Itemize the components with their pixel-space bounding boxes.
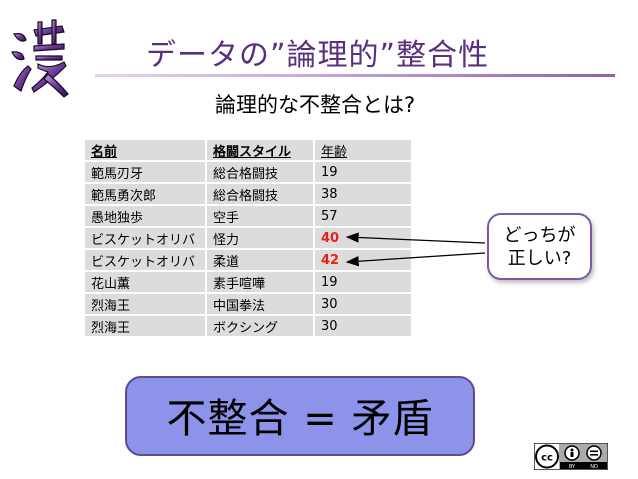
title-area: データの”論理的”整合性 <box>95 16 615 77</box>
creative-commons-by-nd-icon: cc BY ND <box>534 443 608 470</box>
cell-style: 怪力 <box>207 228 313 248</box>
cell-style: 中国拳法 <box>207 294 313 314</box>
cell-name: 烈海王 <box>85 316 205 336</box>
cell-style: 総合格闘技 <box>207 184 313 204</box>
cell-age: 38 <box>315 184 411 204</box>
table-row: 花山薫 素手喧嘩 19 <box>85 272 411 292</box>
banner-text: 不整合 = 矛盾 <box>166 396 434 442</box>
cell-age: 30 <box>315 294 411 314</box>
fighter-table: 名前 格闘スタイル 年齢 範馬刃牙 総合格闘技 19 範馬勇次郎 総合格闘技 3… <box>83 138 413 338</box>
cell-style: 柔道 <box>207 250 313 270</box>
cell-name: ビスケットオリバ <box>85 250 205 270</box>
title-underline <box>95 74 615 77</box>
table-row: 烈海王 中国拳法 30 <box>85 294 411 314</box>
cell-name: 烈海王 <box>85 294 205 314</box>
cell-age-highlight: 40 <box>315 228 411 248</box>
cell-name: ビスケットオリバ <box>85 228 205 248</box>
table-row: ビスケットオリバ 怪力 40 <box>85 228 411 248</box>
callout-line-1: どっちが <box>503 225 576 246</box>
subtitle: 論理的な不整合とは? <box>215 93 416 117</box>
cell-name: 愚地独歩 <box>85 206 205 226</box>
table-row: ビスケットオリバ 柔道 42 <box>85 250 411 270</box>
cell-age-highlight: 42 <box>315 250 411 270</box>
header-style: 格闘スタイル <box>207 140 313 160</box>
cc-by-label: BY <box>569 464 576 470</box>
cell-style: 総合格闘技 <box>207 162 313 182</box>
question-callout: どっちが 正しい? <box>487 213 592 280</box>
kanji-logo-icon <box>8 16 72 100</box>
table-row: 烈海王 ボクシング 30 <box>85 316 411 336</box>
cell-age: 19 <box>315 162 411 182</box>
cell-style: 空手 <box>207 206 313 226</box>
cell-age: 19 <box>315 272 411 292</box>
cell-name: 花山薫 <box>85 272 205 292</box>
cc-nd-label: ND <box>590 464 598 470</box>
page-title: データの”論理的”整合性 <box>146 38 490 73</box>
cell-name: 範馬刃牙 <box>85 162 205 182</box>
callout-line-2: 正しい? <box>507 248 572 269</box>
cell-style: 素手喧嘩 <box>207 272 313 292</box>
cell-age: 30 <box>315 316 411 336</box>
cell-name: 範馬勇次郎 <box>85 184 205 204</box>
table-row: 範馬勇次郎 総合格闘技 38 <box>85 184 411 204</box>
svg-text:cc: cc <box>541 453 553 464</box>
cell-style: ボクシング <box>207 316 313 336</box>
header-age: 年齢 <box>315 140 411 160</box>
table-header-row: 名前 格闘スタイル 年齢 <box>85 140 411 160</box>
header-name: 名前 <box>85 140 205 160</box>
table-row: 範馬刃牙 総合格闘技 19 <box>85 162 411 182</box>
cell-age: 57 <box>315 206 411 226</box>
conclusion-banner: 不整合 = 矛盾 <box>125 376 475 456</box>
table-row: 愚地独歩 空手 57 <box>85 206 411 226</box>
